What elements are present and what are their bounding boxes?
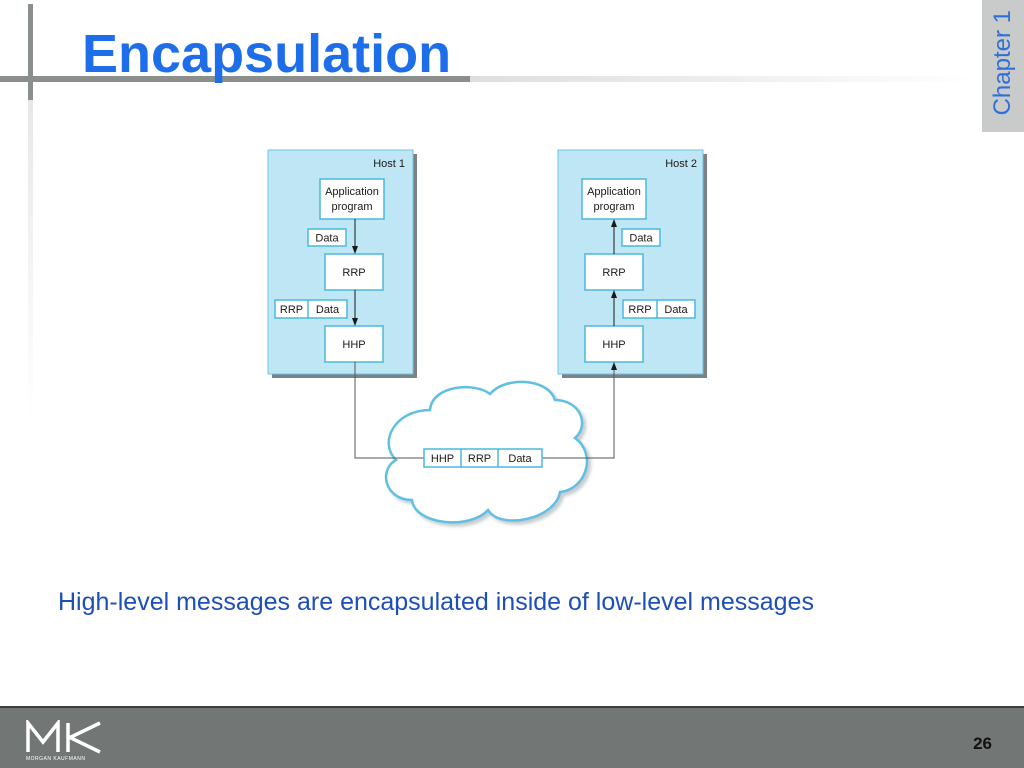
- slide-vertical-accent-bar: [28, 4, 33, 100]
- publisher-logo-subtext: MORGAN KAUFMANN: [26, 756, 86, 762]
- network-packet: HHP RRP Data: [423, 448, 543, 468]
- network-packet-rrp-label: RRP: [468, 453, 491, 465]
- publisher-logo: [26, 720, 101, 754]
- chapter-tab: Chapter 1: [982, 0, 1024, 132]
- host-1-rrp-box: [324, 253, 384, 291]
- slide-horizontal-accent-fade: [470, 76, 980, 82]
- host-2-arrowhead-rrp-to-app: [611, 219, 617, 227]
- network-packet-box: [423, 448, 543, 468]
- host-2-rrp-box: [584, 253, 644, 291]
- host-2-header-rrp-label: RRP: [628, 304, 651, 316]
- host-1-label: Host 1: [373, 158, 405, 170]
- slide-vertical-accent-fade: [28, 100, 33, 420]
- page-number: 26: [973, 734, 992, 753]
- network-packet-data-label: Data: [508, 453, 532, 465]
- host-2-hhp-box: [584, 325, 644, 363]
- host-1-header-rrp-label: RRP: [280, 304, 303, 316]
- host-1: Host 1 Application program Data RRP RRP …: [267, 149, 417, 378]
- wire-host-1-to-network: [354, 362, 424, 459]
- slide-caption: High-level messages are encapsulated ins…: [58, 588, 814, 616]
- logo-letter-m: [26, 720, 60, 752]
- host-1-application-label-line2: program: [332, 201, 373, 213]
- slide-footer: MORGAN KAUFMANN 26: [0, 706, 1024, 768]
- host-2-arrowhead-hhp-to-rrp: [611, 290, 617, 298]
- host-2-header-data-label: Data: [664, 304, 688, 316]
- host-2-label: Host 2: [665, 158, 697, 170]
- host-2-hhp-label: HHP: [602, 339, 625, 351]
- host-1-data-tag: [307, 228, 347, 247]
- network-packet-hhp-label: HHP: [431, 453, 454, 465]
- host-2-header-packet: [622, 299, 696, 319]
- host-2-application-label-line1: Application: [587, 186, 641, 198]
- slide-title: Encapsulation: [82, 24, 452, 84]
- host-2-data-tag: [621, 228, 661, 247]
- host-1-application-box: [319, 178, 385, 220]
- host-1-header-data-label: Data: [316, 304, 340, 316]
- host-1-data-tag-label: Data: [315, 233, 339, 245]
- logo-letter-k: [65, 721, 101, 754]
- host-2: Host 2 Application program Data RRP RRP …: [557, 149, 707, 378]
- host-1-hhp-label: HHP: [342, 339, 365, 351]
- host-2-application-label-line2: program: [594, 201, 635, 213]
- host-2-rrp-label: RRP: [602, 267, 625, 279]
- host-1-arrowhead-app-to-rrp: [352, 246, 358, 254]
- wire-network-to-host-2: [542, 370, 615, 459]
- host-1-rrp-label: RRP: [342, 267, 365, 279]
- host-1-header-packet: [274, 299, 348, 319]
- host-1-hhp-box: [324, 325, 384, 363]
- host-1-application-label-line1: Application: [325, 186, 379, 198]
- slide-horizontal-accent-bar: [0, 76, 470, 82]
- host-2-application-box: [581, 178, 647, 220]
- host-2-data-tag-label: Data: [629, 233, 653, 245]
- arrowhead-network-to-host-2: [611, 362, 617, 370]
- host-1-arrowhead-rrp-to-hhp: [352, 318, 358, 326]
